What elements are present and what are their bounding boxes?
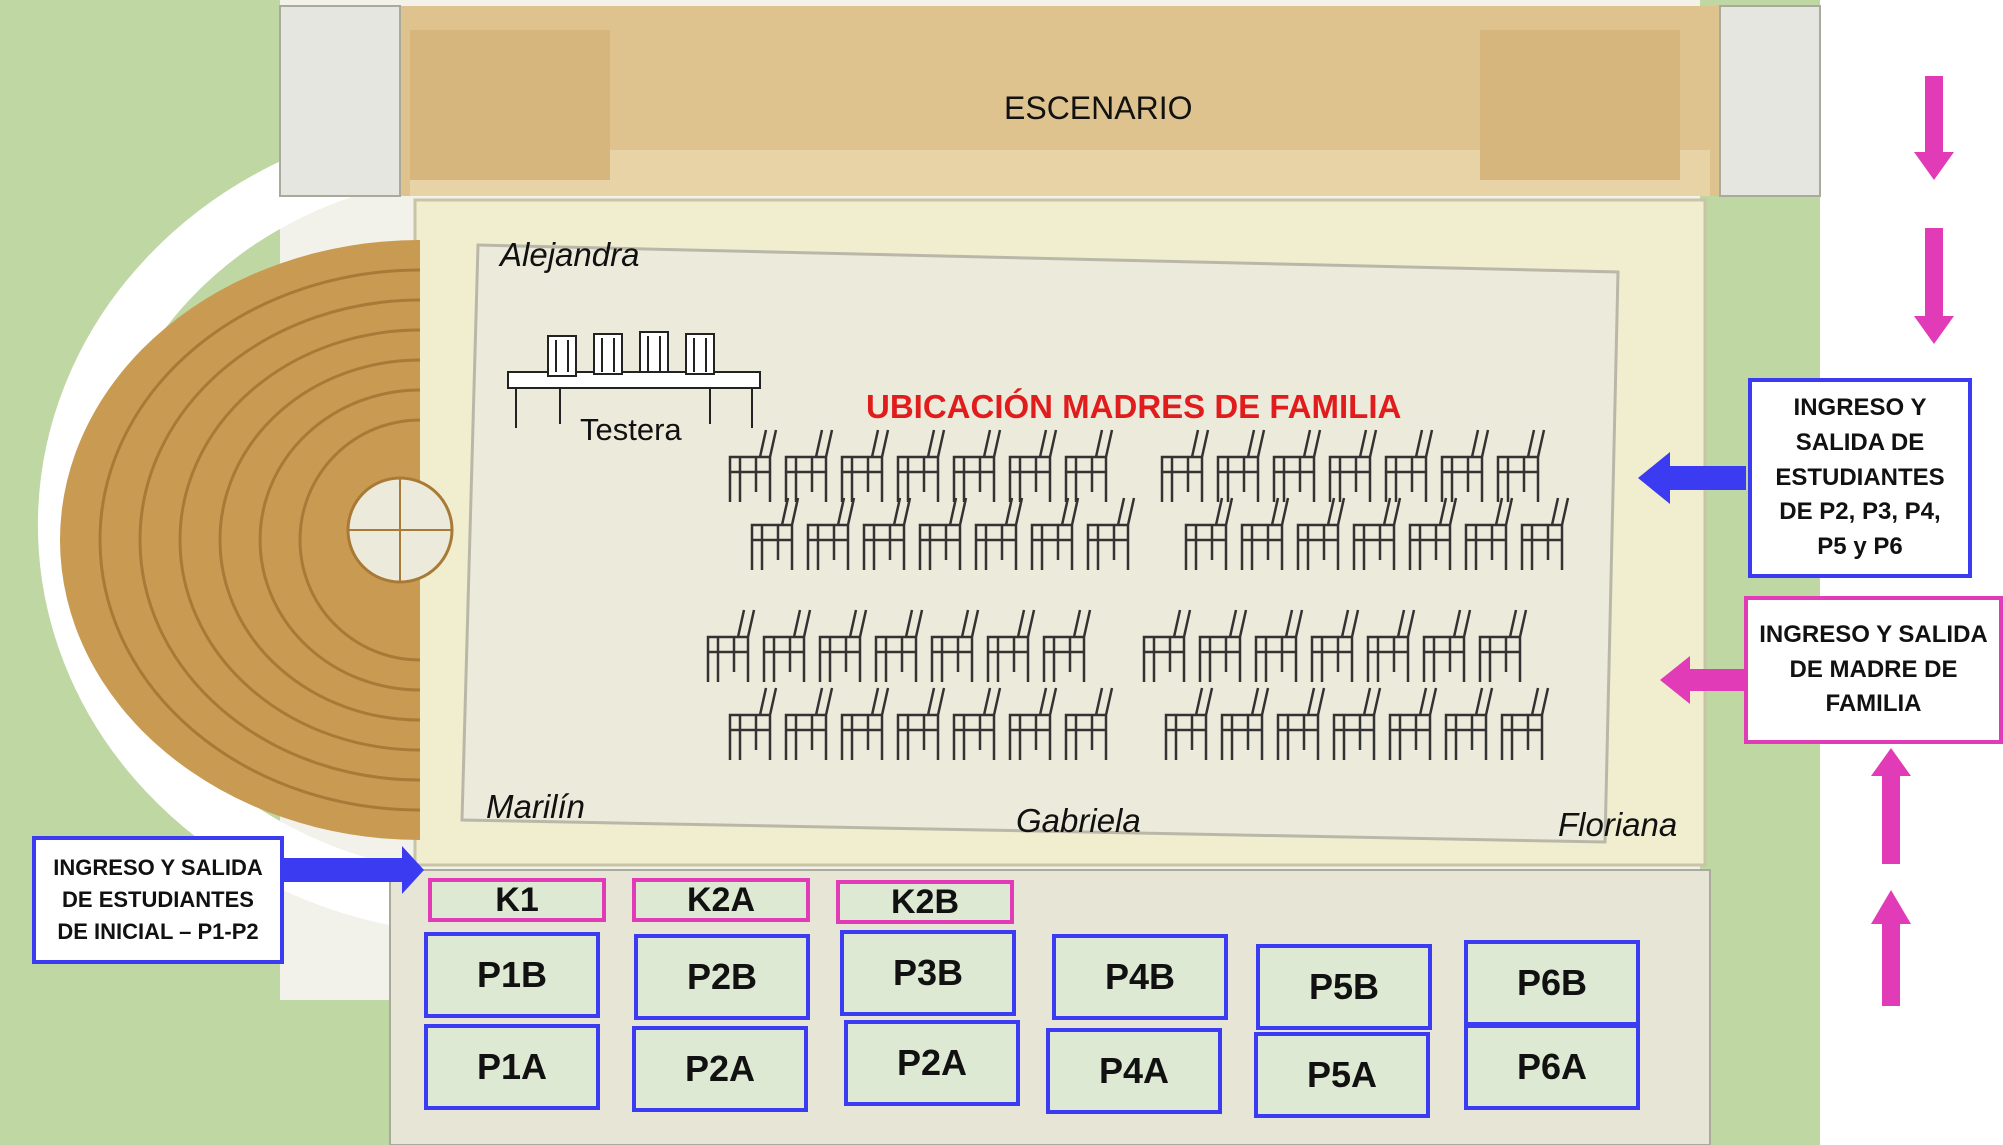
chair-icon xyxy=(1042,609,1092,682)
chair-icon xyxy=(1030,497,1080,570)
chair-icon xyxy=(840,687,890,760)
chair-icon xyxy=(1496,429,1546,502)
chair-icon xyxy=(706,609,756,682)
chair-icon xyxy=(896,429,946,502)
head-table-label: Testera xyxy=(580,412,682,447)
room-p5b: P5B xyxy=(1256,944,1432,1030)
blue-right-arrow-icon xyxy=(284,846,424,894)
pink-down-arrow-icon xyxy=(1914,76,1954,180)
pink-up-arrow-icon xyxy=(1871,748,1911,864)
room-p1b: P1B xyxy=(424,932,600,1018)
room-p6a: P6A xyxy=(1464,1024,1640,1110)
chair-icon xyxy=(1008,687,1058,760)
chair-icon xyxy=(874,609,924,682)
room-k1: K1 xyxy=(428,878,606,922)
initial-entrance-box: INGRESO Y SALIDA DE ESTUDIANTES DE INICI… xyxy=(32,836,284,964)
chair-icon xyxy=(762,609,812,682)
room-p2b: P2B xyxy=(634,934,810,1020)
chair-icon xyxy=(1464,497,1514,570)
chair-icon xyxy=(1160,429,1210,502)
chair-icon xyxy=(1240,497,1290,570)
chair-icon xyxy=(1198,609,1248,682)
chair-icon xyxy=(750,497,800,570)
pink-left-arrow-icon xyxy=(1660,656,1746,704)
chair-icon xyxy=(1408,497,1458,570)
room-p5a: P5A xyxy=(1254,1032,1430,1118)
chair-icon xyxy=(1352,497,1402,570)
chair-rows xyxy=(706,429,1570,760)
chair-icon xyxy=(1272,429,1322,502)
room-p3b: P3B xyxy=(840,930,1016,1016)
room-p6b: P6B xyxy=(1464,940,1640,1026)
chair-icon xyxy=(1332,687,1382,760)
chair-icon xyxy=(1008,429,1058,502)
chair-icon xyxy=(952,429,1002,502)
name-gabriela: Gabriela xyxy=(1016,802,1141,839)
chair-icon xyxy=(1384,429,1434,502)
room-p4b: P4B xyxy=(1052,934,1228,1020)
chair-icon xyxy=(1184,497,1234,570)
chair-icon xyxy=(1388,687,1438,760)
name-alejandra: Alejandra xyxy=(500,236,640,273)
chair-icon xyxy=(1328,429,1378,502)
name-floriana: Floriana xyxy=(1558,806,1678,843)
chair-icon xyxy=(728,429,778,502)
chair-icon xyxy=(974,497,1024,570)
chair-icon xyxy=(1276,687,1326,760)
chair-icon xyxy=(930,609,980,682)
chair-icon xyxy=(840,429,890,502)
chair-icon xyxy=(1296,497,1346,570)
chair-icon xyxy=(1064,429,1114,502)
chair-icon xyxy=(986,609,1036,682)
chair-icon xyxy=(1422,609,1472,682)
room-p2a-second: P2A xyxy=(844,1020,1020,1106)
chair-icon xyxy=(952,687,1002,760)
chair-icon xyxy=(784,429,834,502)
chair-icon xyxy=(1478,609,1528,682)
mothers-entrance-box: INGRESO Y SALIDA DE MADRE DE FAMILIA xyxy=(1744,596,2003,744)
head-table-icon xyxy=(507,331,761,428)
chair-icon xyxy=(728,687,778,760)
pink-up-arrow-icon xyxy=(1871,890,1911,1006)
chair-icon xyxy=(896,687,946,760)
chair-icon xyxy=(1254,609,1304,682)
area-title: UBICACIÓN MADRES DE FAMILIA xyxy=(866,388,1402,425)
room-p1a: P1A xyxy=(424,1024,600,1110)
name-marilin: Marilín xyxy=(486,788,586,825)
chair-icon xyxy=(1520,497,1570,570)
chair-icon xyxy=(806,497,856,570)
blue-left-arrow-icon xyxy=(1638,452,1746,504)
chair-icon xyxy=(1064,687,1114,760)
room-p4a: P4A xyxy=(1046,1028,1222,1114)
room-k2a: K2A xyxy=(632,878,810,922)
chair-icon xyxy=(1500,687,1550,760)
stage-label: ESCENARIO xyxy=(1004,90,1193,126)
chair-icon xyxy=(784,687,834,760)
chair-icon xyxy=(918,497,968,570)
chair-icon xyxy=(1444,687,1494,760)
pink-down-arrow-icon xyxy=(1914,228,1954,344)
chair-icon xyxy=(862,497,912,570)
chair-icon xyxy=(1164,687,1214,760)
chair-icon xyxy=(1440,429,1490,502)
chair-icon xyxy=(1220,687,1270,760)
chair-icon xyxy=(1142,609,1192,682)
chair-icon xyxy=(818,609,868,682)
room-k2b: K2B xyxy=(836,880,1014,924)
chair-icon xyxy=(1310,609,1360,682)
students-p2-p6-entrance-box: INGRESO Y SALIDA DE ESTUDIANTES DE P2, P… xyxy=(1748,378,1972,578)
chair-icon xyxy=(1086,497,1136,570)
chair-icon xyxy=(1216,429,1266,502)
room-p2a: P2A xyxy=(632,1026,808,1112)
chair-icon xyxy=(1366,609,1416,682)
